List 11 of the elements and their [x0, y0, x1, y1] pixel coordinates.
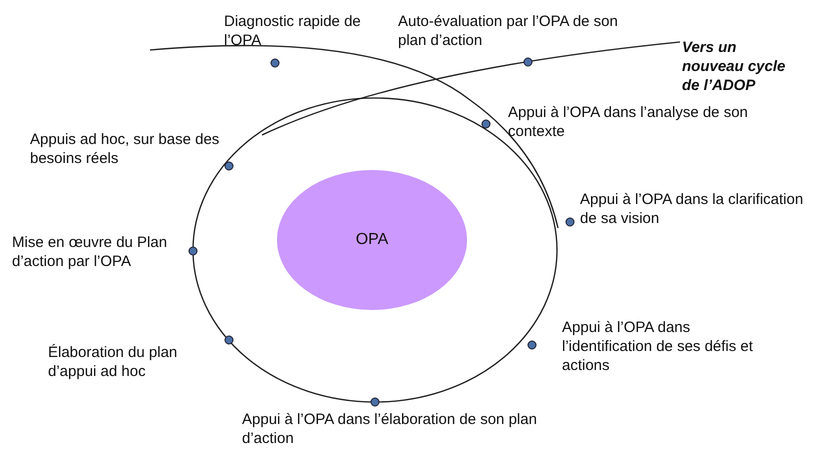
center-circle: OPA — [277, 170, 467, 310]
stage-label: Appui à l’OPA dans l’analyse de son contexte — [508, 103, 748, 141]
stage-label: Diagnostic rapide de l’OPA — [224, 12, 374, 50]
stage-label: Appui à l’OPA dans la clarification de sa vision — [580, 190, 810, 228]
stage-label: Appui à l’OPA dans l’élaboration de son plan d’action — [242, 410, 562, 448]
note-text: Vers un nouveau cycle de l’ADOP — [682, 38, 786, 95]
stage-label: Auto-évaluation par l’OPA de son plan d’action — [398, 12, 628, 50]
stage-label: Appui à l’OPA dans l’identification de ses défis et actions — [562, 318, 782, 375]
stage-label: Appuis ad hoc, sur base des besoins réels — [30, 130, 230, 168]
stage-label: Mise en œuvre du Plan d’action par l’OPA — [12, 233, 202, 271]
stage-label: Élaboration du plan d’appui ad hoc — [48, 343, 228, 381]
